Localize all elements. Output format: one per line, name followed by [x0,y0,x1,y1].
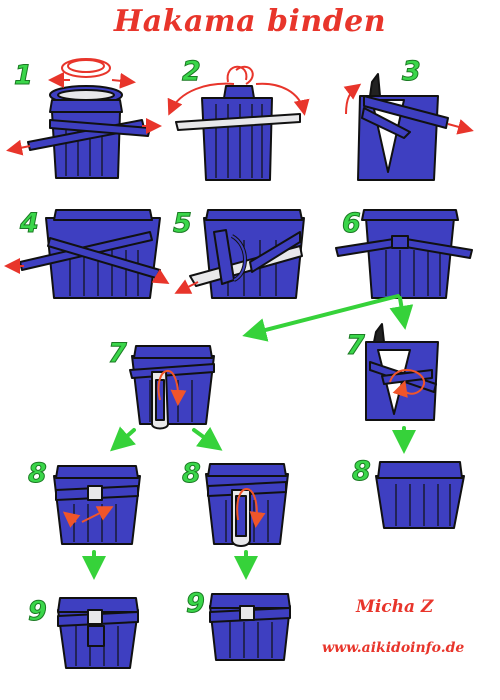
step-2-illustration [167,65,310,181]
step-number-3: 3 [402,56,422,88]
step-number-7b: 7 [346,330,366,362]
step-7a-illustration [129,345,215,430]
website-url: www.aikidoinfo.de [322,640,465,656]
step-8a-illustration [53,465,141,545]
step-6-illustration [335,209,473,299]
step-8b-illustration [205,463,289,547]
step-number-7a: 7 [108,338,128,370]
arrow-7a-to-8a [110,426,136,452]
step-number-8c: 8 [352,456,372,488]
arrow-6-to-7a [242,294,400,342]
step-number-8b: 8 [182,458,202,490]
step-5-illustration [174,209,305,299]
step-8c-illustration [375,461,465,529]
step-number-9a: 9 [28,596,48,628]
step-number-1: 1 [14,60,34,92]
step-9b-illustration [209,593,291,661]
step-number-2: 2 [182,56,202,88]
step-3-illustration [343,73,474,181]
step-4-illustration [4,209,170,299]
arrow-7a-to-8b [192,426,223,451]
step-number-9b: 9 [186,588,206,620]
arrow-6-to-7b [389,296,414,330]
step-number-8a: 8 [28,458,48,490]
author-signature: Micha Z [356,597,434,617]
step-7b-illustration [365,323,439,421]
step-number-5: 5 [173,208,193,240]
step-number-4: 4 [20,208,40,240]
page-title: Hakama binden [113,4,387,39]
flow-arrows [82,294,416,580]
step-9a-illustration [57,597,139,669]
step-1-illustration [6,58,162,179]
step-number-6: 6 [342,208,362,240]
